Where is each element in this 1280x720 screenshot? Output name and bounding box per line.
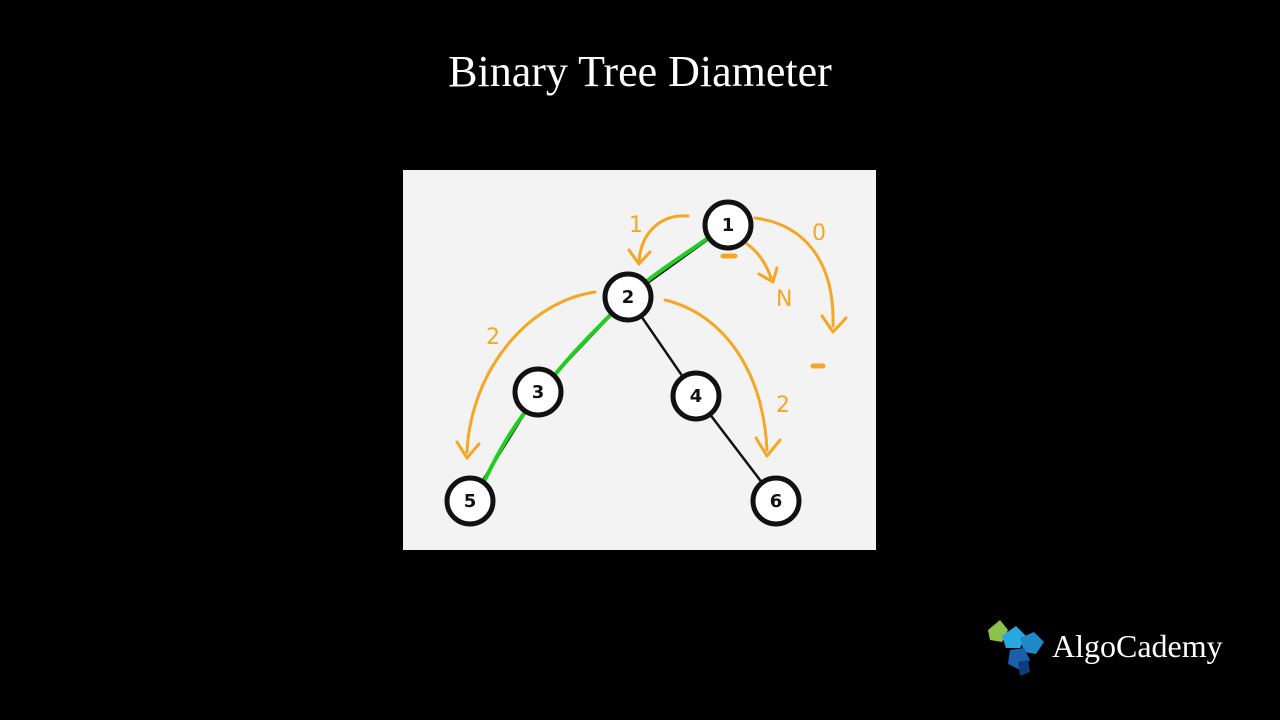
arc-node2-right	[663, 298, 769, 452]
tree-node-4: 4	[670, 370, 722, 422]
annotation-root-arrow-label: N	[776, 287, 792, 312]
node-label-6: 6	[770, 491, 783, 512]
node-label-2: 2	[622, 287, 635, 308]
arc-root-small-head	[757, 266, 779, 284]
diameter-path-highlight	[479, 234, 713, 490]
annotation-right-of-node2: 2	[776, 393, 790, 418]
arc-root-right	[753, 216, 835, 328]
tree-node-2: 2	[602, 271, 654, 323]
node-label-1: 1	[722, 215, 735, 236]
arc-root-small	[739, 238, 773, 280]
arc-node2-left	[465, 290, 597, 454]
tree-diagram-panel: 1 0 N 2 2 1 2 3 4 5 6	[403, 170, 876, 550]
arc-root-left	[637, 214, 690, 264]
annotation-arcs	[455, 214, 848, 460]
slide-title: Binary Tree Diameter	[448, 47, 832, 96]
tree-node-5: 5	[444, 475, 496, 527]
tree-node-6: 6	[750, 475, 802, 527]
node-label-4: 4	[690, 386, 703, 407]
arc-root-left-head	[627, 248, 652, 266]
tree-node-1: 1	[702, 199, 754, 251]
arc-node2-left-head	[455, 440, 481, 460]
arc-root-right-head	[820, 314, 848, 334]
annotation-right-of-root: 0	[812, 221, 826, 246]
node-label-3: 3	[532, 382, 545, 403]
brand-name: AlgoCademy	[1052, 628, 1223, 664]
annotation-left-of-node2: 2	[486, 325, 500, 350]
tree-diagram: 1 0 N 2 2 1 2 3 4 5 6	[444, 199, 848, 527]
annotation-left-of-root: 1	[629, 213, 643, 238]
brand-logo: AlgoCademy	[982, 612, 1232, 678]
tree-node-3: 3	[512, 366, 564, 418]
node-label-5: 5	[464, 491, 477, 512]
algocademy-logo-icon	[988, 620, 1044, 676]
arc-node2-right-head	[754, 436, 782, 458]
